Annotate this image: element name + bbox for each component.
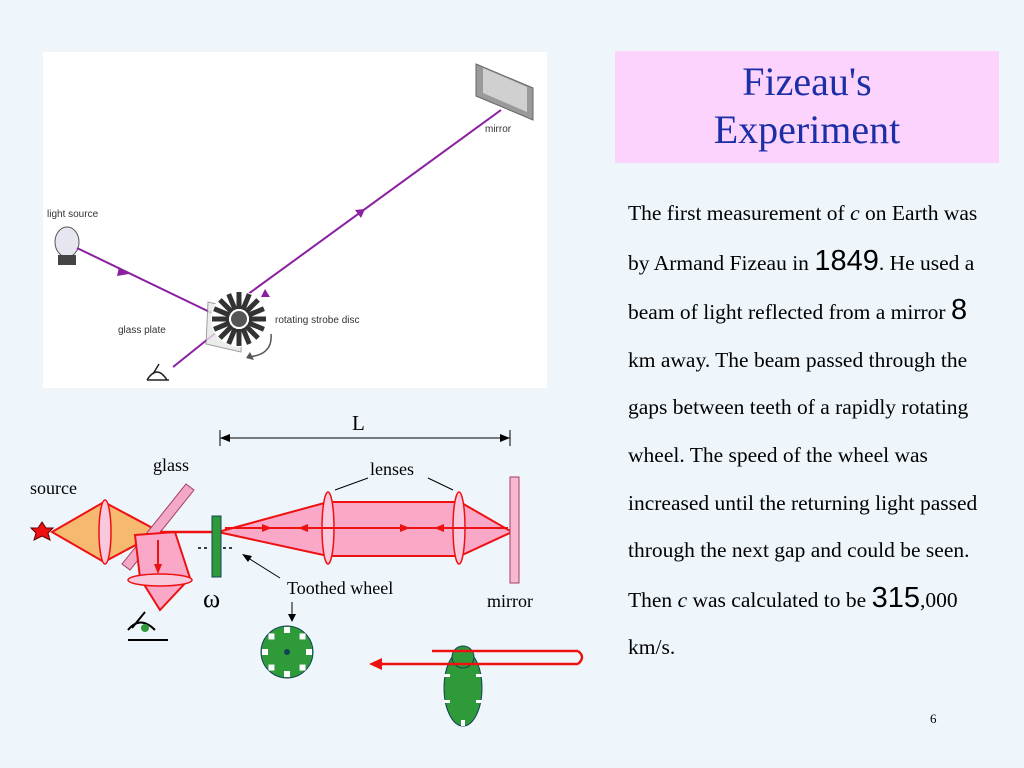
text-run: . He used a beam of light reflected from… — [628, 250, 975, 325]
wheel-notch — [268, 633, 275, 640]
toothed-wheel-icon — [260, 625, 314, 679]
label-lenses: lenses — [370, 459, 414, 479]
return-beam — [378, 649, 584, 666]
text-run: on Earth was by Armand Fizeau in — [628, 201, 978, 275]
text-run: was calculated to be — [687, 587, 872, 612]
eye-beam — [133, 530, 192, 612]
speed-unit: ,000 km/s. — [628, 587, 958, 660]
label-source: source — [30, 478, 77, 498]
strobe-spoke — [244, 324, 260, 340]
title-line-1: Fizeau's — [742, 59, 872, 104]
source-lens — [98, 499, 112, 565]
wheel-notch — [268, 664, 275, 671]
strobe-spoke — [247, 306, 265, 318]
strobe-spoke — [244, 298, 260, 314]
label-toothed-wheel: Toothed wheel — [287, 578, 393, 598]
strobe-spoke — [226, 327, 238, 345]
eye-icon — [146, 363, 169, 381]
toothed-wheel-side-icon — [443, 645, 483, 727]
strobe-spoke — [218, 298, 234, 314]
toothed-wheel-edge — [211, 515, 222, 578]
text-run: The first measurement of — [628, 201, 851, 225]
strobe-spoke — [240, 327, 252, 345]
title-line-2: Experiment — [713, 107, 901, 152]
strobe-spoke — [226, 293, 238, 311]
source-star-icon — [29, 521, 55, 541]
label-L: L — [352, 411, 365, 435]
photo-label-light-source: light source — [47, 209, 99, 220]
mirror-graphic — [475, 63, 534, 121]
slide-title: Fizeau's Experiment — [615, 51, 999, 163]
speed-value: 315 — [871, 581, 920, 614]
fizeau-illustration: mirror light source glass plate rotating… — [47, 63, 534, 381]
photo-label-glass-plate: glass plate — [118, 325, 166, 336]
label-glass: glass — [153, 455, 189, 475]
eyepiece-lens — [127, 573, 193, 587]
eye-icon — [127, 611, 168, 641]
symbol-c: c — [677, 587, 688, 612]
wheel-notch — [284, 671, 290, 677]
wheel-notch — [306, 649, 312, 655]
schematic-diagram: L source glass lenses mirror ω Toothe — [29, 411, 584, 727]
wheel-notch — [262, 649, 268, 655]
strobe-spoke — [240, 293, 252, 311]
year-value: 1849 — [814, 244, 879, 277]
illustration-panel: mirror light source glass plate rotating… — [43, 52, 547, 388]
strobe-spoke — [213, 320, 231, 332]
mirror-bar — [509, 476, 520, 584]
page-number: 6 — [930, 711, 937, 726]
label-omega: ω — [203, 584, 220, 613]
photo-label-strobe-disc: rotating strobe disc — [275, 315, 360, 326]
wheel-notch — [299, 633, 306, 640]
ray-arrows — [117, 209, 365, 297]
beam-arrows — [262, 524, 444, 532]
symbol-c: c — [850, 201, 860, 225]
strobe-spoke — [247, 320, 265, 332]
strobe-spoke — [213, 306, 231, 318]
distance-value: 8 — [950, 294, 968, 327]
photo-label-mirror: mirror — [485, 124, 512, 135]
label-mirror: mirror — [487, 591, 533, 611]
wheel-notch — [284, 627, 290, 633]
light-bulb-icon — [54, 226, 80, 265]
text-run: km away. The beam passed through the gap… — [628, 347, 978, 612]
strobe-disc-icon — [211, 291, 267, 347]
body-paragraph: The first measurement of c on Earth was … — [628, 190, 998, 672]
distance-marker — [219, 430, 511, 446]
wheel-notch — [299, 664, 306, 671]
strobe-spoke — [218, 324, 234, 340]
